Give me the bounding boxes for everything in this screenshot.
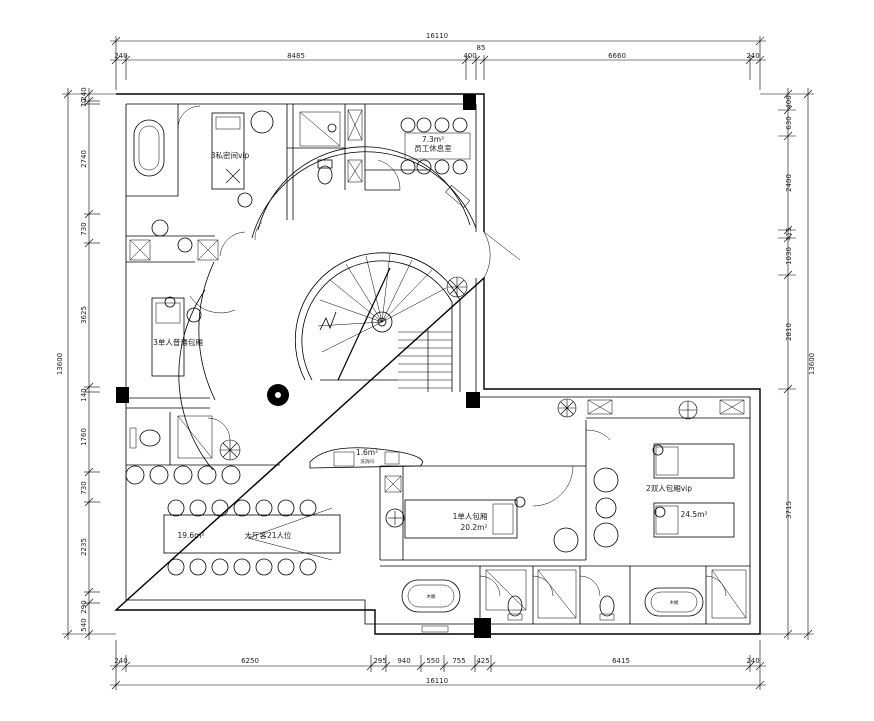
dim-left-seg: 70 — [80, 99, 88, 108]
dim-top-total: 16110 — [426, 32, 448, 40]
bathtub-label: 木桶 — [670, 599, 679, 606]
room-label-private-vip: 3私密间vip — [211, 150, 250, 160]
dim-bottom-seg: 940 — [397, 657, 410, 665]
fixtures — [125, 109, 747, 633]
dim-left-seg: 140 — [80, 388, 88, 401]
stair-rotunda — [178, 146, 477, 471]
room-label-double-vip: 2双人包厢vip — [646, 483, 692, 493]
dim-top-seg: 400 — [463, 52, 476, 60]
room-labels: 3私密间vip 7.3m² 员工休息室 3单人普通包厢 1.6m² 洗消间 1单… — [153, 135, 707, 606]
exterior-walls — [114, 93, 761, 638]
dim-left-total: 13600 — [56, 353, 64, 375]
dim-right-seg: 2400 — [785, 174, 793, 192]
dim-left-seg: 730 — [80, 222, 88, 235]
dim-left-seg: 290 — [80, 600, 88, 613]
dim-bottom-total: 16110 — [426, 677, 448, 685]
dim-right-seg: 415 — [785, 227, 793, 240]
dim-top-seg: 240 — [746, 52, 759, 60]
dim-right-seg: 630 — [785, 116, 793, 129]
room-label-single-1: 1单人包厢 — [453, 511, 488, 521]
dim-bottom-seg: 425 — [476, 657, 489, 665]
room-area-small: 1.6m² — [356, 448, 378, 457]
dim-left-seg: 1760 — [80, 428, 88, 446]
dim-right-total: 13600 — [808, 353, 816, 375]
dim-right-seg: 3715 — [785, 501, 793, 519]
room-label-small: 洗消间 — [360, 458, 374, 465]
dim-right-seg: 400 — [785, 95, 793, 108]
dim-left-seg: 540 — [80, 618, 88, 631]
dim-left-seg: 3625 — [80, 306, 88, 324]
dim-bottom-seg: 755 — [452, 657, 465, 665]
dim-right-seg: 1030 — [785, 247, 793, 265]
room-label-staff: 员工休息室 — [414, 143, 452, 153]
interior-walls — [126, 104, 750, 624]
dim-left-seg: 2740 — [80, 150, 88, 168]
dimension-lines: 16110 240 8485 400 85 6660 240 16110 240… — [56, 32, 816, 690]
room-area-single-1: 20.2m² — [460, 523, 487, 532]
room-area-staff: 7.3m² — [422, 135, 444, 144]
dim-right-seg: 2810 — [785, 323, 793, 341]
plants — [219, 168, 698, 525]
doors — [177, 105, 727, 597]
dim-top-seg: 240 — [114, 52, 127, 60]
room-label-lounge: 大厅客21人位 — [244, 530, 292, 540]
room-area-lounge: 19.6m² — [177, 531, 204, 540]
bathtub-label: 木桶 — [427, 593, 436, 600]
dim-bottom-seg: 6250 — [241, 657, 259, 665]
room-area-double-vip: 24.5m² — [680, 510, 707, 519]
dim-left-seg: 2235 — [80, 538, 88, 556]
dim-bottom-seg: 240 — [114, 657, 127, 665]
dim-top-seg: 6660 — [608, 52, 626, 60]
room-label-single-3: 3单人普通包厢 — [153, 337, 203, 347]
dim-top-seg: 85 — [477, 44, 486, 52]
dim-left-seg: 730 — [80, 481, 88, 494]
dim-bottom-seg: 295 — [373, 657, 386, 665]
dim-top-seg: 8485 — [287, 52, 305, 60]
dim-left-seg: 240 — [80, 87, 88, 100]
dim-bottom-seg: 6415 — [612, 657, 630, 665]
dim-bottom-seg: 240 — [746, 657, 759, 665]
dim-bottom-seg: 550 — [426, 657, 439, 665]
